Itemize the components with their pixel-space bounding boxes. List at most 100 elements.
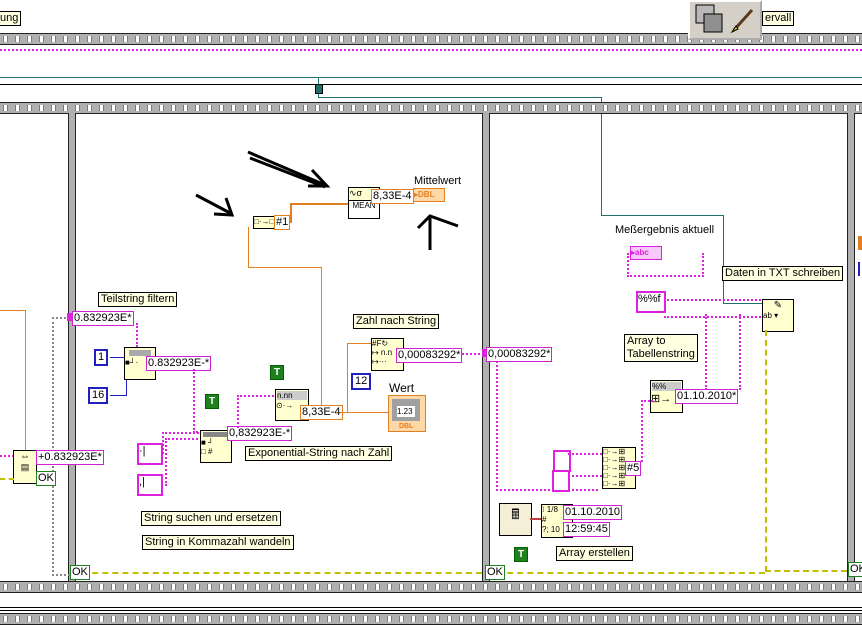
label-wert: Wert: [389, 381, 415, 395]
sequence-frame-bottom-2: [0, 613, 862, 625]
probe-left-string: +0.832923E*: [36, 450, 104, 465]
sequence-frame-top-2: [0, 102, 862, 114]
top-right-label: ervall: [762, 11, 795, 26]
frame-divider-3: [847, 113, 855, 581]
string-wire-tunnel: [462, 353, 484, 355]
label-teilstring-filtern: Teilstring filtern: [98, 292, 178, 307]
string-wire-build: [568, 453, 602, 477]
timestamp-wire: [530, 518, 542, 520]
annotation-arrows: [195, 150, 459, 250]
label-string-in-kommazahl-wandeln: String in Kommazahl wandeln: [142, 535, 294, 550]
refnum-wire-down2: [723, 215, 724, 303]
probe-frac-exp-out: 8,33E-4: [300, 405, 343, 420]
probe-date-out: 01.10.2010: [563, 505, 623, 520]
label-array-erstellen: Array erstellen: [556, 546, 633, 561]
offset-constant[interactable]: 1: [94, 349, 109, 366]
probe-time-out: 12:59:45: [563, 522, 610, 537]
probe-substring-out: 0.832923E-*: [146, 356, 212, 371]
label-string-suchen-und-ersetzen: String suchen und ersetzen: [141, 511, 281, 526]
string-wire-left: [0, 455, 14, 457]
dbl-wire-mean: [290, 203, 350, 223]
refnum-wire-top: [0, 77, 862, 78]
string-constant-2[interactable]: [552, 470, 570, 492]
string-wire-6: [237, 395, 277, 428]
refnum-wire-h: [318, 97, 601, 98]
int-tunnel-far-right: [858, 262, 860, 276]
probe-tunnel-string: 0,00083292*: [486, 347, 553, 362]
string-wire-format: [664, 299, 764, 318]
string-wire-right-1: [496, 361, 598, 491]
black-wire-top: [0, 84, 862, 85]
int-wire-1: [110, 357, 124, 358]
wert-indicator[interactable]: 1.23 DBL: [388, 395, 426, 432]
string-wire-4: [162, 432, 202, 454]
probe-build-array-out: #5: [625, 461, 642, 476]
dbl-tunnel-far-right: [858, 236, 862, 250]
color-copy-tool-icon: [695, 4, 754, 34]
label-exponential-string-nach-zahl: Exponential-String nach Zahl: [245, 446, 393, 461]
string-tunnel: [67, 313, 72, 321]
probe-table-string-out: 01.10.2010*: [675, 389, 739, 404]
refnum-wire-h3: [723, 303, 763, 304]
string-wire-right-2: [627, 253, 704, 277]
refnum-tunnel: [315, 84, 323, 94]
label-messergebnis-aktuell: Meßergebnis aktuell: [615, 224, 715, 236]
label-mittelwert: Mittelwert: [414, 175, 462, 187]
refnum-wire-down: [601, 97, 602, 215]
refnum-wire-h2: [601, 215, 723, 216]
error-wire-mid: [72, 572, 482, 574]
probe-mean-out: 8,33E-4: [371, 189, 414, 204]
int-wire-2: [110, 378, 127, 396]
build-array-node[interactable]: □·→⊞□·→⊞□·→⊞□·→⊞□·→⊞: [602, 447, 636, 489]
error-wire-right: [487, 572, 765, 574]
dbl-wire-wert: [340, 412, 388, 413]
bool-constant-1[interactable]: T: [205, 394, 219, 409]
string-tunnel-right: [482, 349, 487, 357]
label-array-to-tabellenstring: Array to Tabellenstring: [624, 334, 698, 362]
error-wire-right-2: [765, 570, 847, 572]
probe-num-to-string-out: 0,00083292*: [396, 348, 463, 363]
sequence-frame-bottom-1: [0, 581, 862, 593]
precision-constant[interactable]: 12: [351, 373, 372, 390]
get-date-time-node[interactable]: 🖩: [499, 503, 532, 536]
sequence-frame-top-1: [0, 33, 862, 45]
probe-ok-mid-left: OK: [70, 565, 90, 580]
label-daten-in-txt-schreiben: Daten in TXT schreiben: [722, 266, 844, 281]
probe-replace-out: 0,832923E-*: [227, 426, 293, 441]
format-constant[interactable]: %%f: [636, 291, 666, 313]
dbl-wire-to-string: [347, 343, 373, 413]
frame-divider-1: [68, 113, 76, 581]
tools-palette[interactable]: [688, 0, 762, 40]
divider: [0, 607, 862, 608]
replace-constant[interactable]: ,|: [137, 474, 163, 496]
label-zahl-nach-string: Zahl nach String: [353, 314, 440, 329]
string-wire-array: [641, 400, 653, 462]
probe-ok-left: OK: [36, 471, 56, 486]
search-replace-node[interactable]: ■ ┘□ #: [200, 430, 232, 463]
probe-ok-mid-right: OK: [485, 565, 505, 580]
string-wire-table: [705, 314, 741, 390]
dbl-wire-left: [0, 310, 26, 461]
format-date-node[interactable]: ⇔▤: [13, 450, 37, 484]
bool-constant-3[interactable]: T: [514, 547, 528, 562]
probe-index-array: #1: [274, 215, 291, 230]
mittelwert-indicator[interactable]: ▸DBL: [413, 188, 445, 202]
string-wire-5: [165, 438, 202, 486]
dbl-wire-1: [248, 227, 249, 267]
divider-2: [0, 610, 862, 611]
bool-constant-2[interactable]: T: [270, 365, 284, 380]
probe-ok-right: OK: [848, 562, 862, 577]
dbl-wire-3: [321, 267, 322, 412]
error-wire-left: [52, 317, 70, 576]
messergebnis-indicator[interactable]: ▸abc: [630, 246, 662, 260]
error-wire-left-2: [0, 478, 14, 480]
write-spreadsheet-file-node[interactable]: ✎ab ▾: [762, 299, 794, 332]
string-wire-top: [0, 49, 862, 53]
string-wire-2: [136, 323, 138, 347]
search-constant[interactable]: ·|: [137, 443, 163, 465]
length-constant[interactable]: 16: [88, 387, 109, 404]
error-wire-right-v: [765, 330, 767, 572]
top-left-label: ung: [0, 11, 22, 26]
dbl-wire-2: [248, 267, 321, 268]
probe-input-string: 0.832923E*: [72, 311, 134, 326]
